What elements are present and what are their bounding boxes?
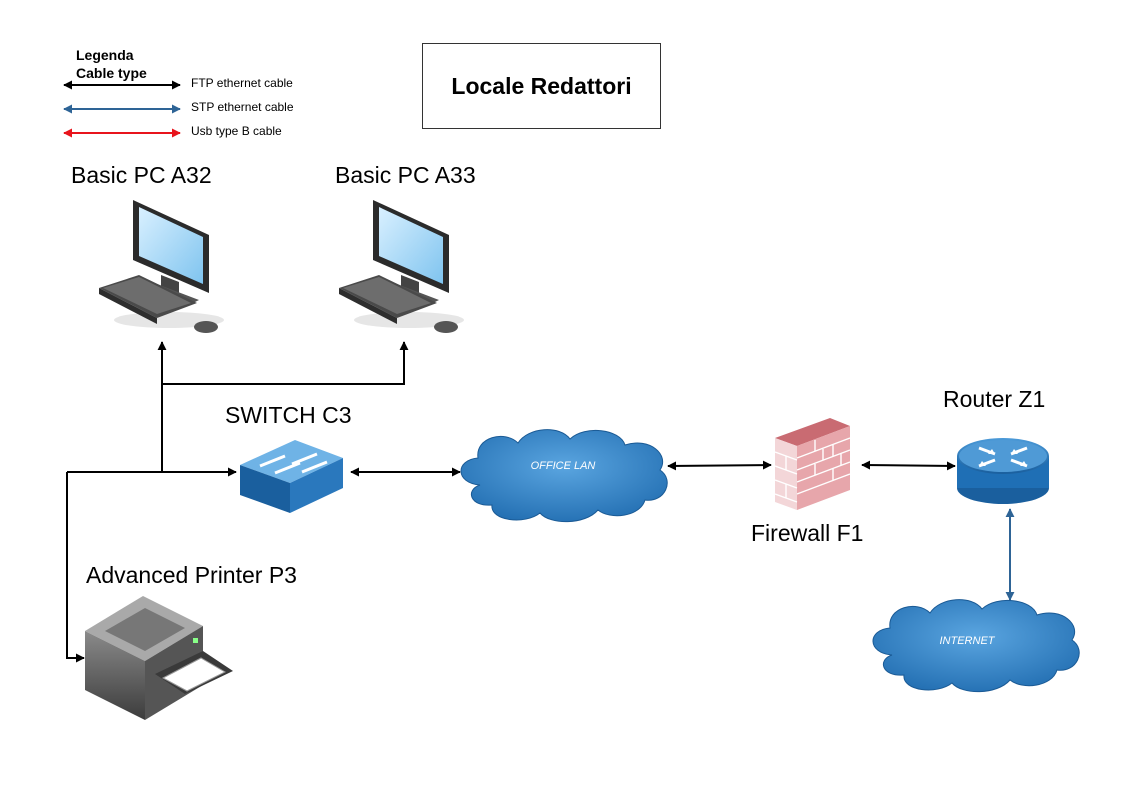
link-lan-firewall [667,460,772,471]
diagram-title-box: Locale Redattori [422,43,661,129]
legend-arrows [63,80,181,138]
printer-icon[interactable] [85,596,233,720]
legend-item-usb: Usb type B cable [191,124,282,138]
pc-a33-label: Basic PC A33 [335,162,476,188]
network-switch-icon[interactable] [240,440,343,513]
legend-title: Legenda Cable type [76,46,147,82]
desktop-computer-icon[interactable] [99,200,224,333]
internet-cloud-icon[interactable]: INTERNET [872,599,1080,693]
connections [66,341,956,663]
switch-c3-label: SWITCH C3 [225,402,352,428]
legend-title-line2: Cable type [76,65,147,81]
firewall-icon[interactable] [774,418,851,510]
router-icon[interactable] [957,438,1049,504]
firewall-f1-label: Firewall F1 [751,520,864,546]
legend-title-line1: Legenda [76,47,134,63]
internet-label: INTERNET [940,635,996,647]
desktop-computer-icon[interactable] [339,200,464,333]
link-pc-a33 [162,341,409,385]
office-lan-cloud-icon[interactable]: OFFICE LAN [460,429,668,523]
link-printer [66,472,85,663]
link-firewall-router [861,460,956,471]
office-lan-label: OFFICE LAN [531,460,596,472]
pc-a32-label: Basic PC A32 [71,162,212,188]
legend-item-ftp: FTP ethernet cable [191,76,293,90]
printer-p3-label: Advanced Printer P3 [86,562,297,588]
router-z1-label: Router Z1 [943,386,1046,412]
legend-item-stp: STP ethernet cable [191,100,294,114]
diagram-title: Locale Redattori [451,72,632,99]
